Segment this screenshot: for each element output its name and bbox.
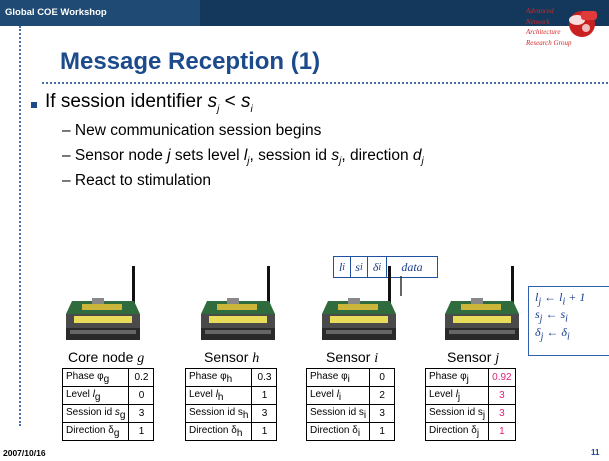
page-title: Message Reception (1): [60, 48, 321, 75]
update-direction: δj ← δi: [535, 324, 570, 343]
subpoint-react: – React to stimulation: [62, 172, 212, 189]
footer-date: 2007/10/16: [3, 448, 46, 458]
page-number: 11: [591, 448, 600, 457]
lab-name: Advanced Network Architecture Research G…: [526, 7, 572, 47]
node-g-label: Core node g: [68, 349, 145, 366]
header-band-left: [0, 0, 200, 26]
update-rules: lj ← li + 1 sj ← si δj ← δi: [528, 286, 609, 356]
lab-logo-icon: [569, 11, 597, 37]
update-level: lj ← li + 1: [535, 290, 586, 308]
sensor-j-device-icon: [445, 266, 519, 340]
packet-data: data: [401, 259, 423, 274]
node-j-label: Sensor j: [447, 349, 500, 366]
bullet-text: If session identifier sj < si: [45, 91, 253, 115]
packet-link: [400, 276, 402, 296]
core-node-device-icon: [66, 266, 140, 340]
sensor-i-device-icon: [322, 266, 396, 340]
workshop-label: Global COE Workshop: [5, 7, 107, 18]
node-i-label: Sensor i: [326, 349, 379, 366]
subpoint-set-values: – Sensor node j sets level lj, session i…: [62, 147, 424, 168]
title-divider: [42, 82, 608, 84]
subpoint-new-session: – New communication session begins: [62, 122, 322, 139]
left-dotted-rule: [19, 26, 21, 426]
node-h-label: Sensor h: [204, 349, 260, 366]
bullet-marker: [31, 102, 37, 108]
update-session: sj ← si: [535, 307, 568, 325]
sensor-h-device-icon: [201, 266, 275, 340]
